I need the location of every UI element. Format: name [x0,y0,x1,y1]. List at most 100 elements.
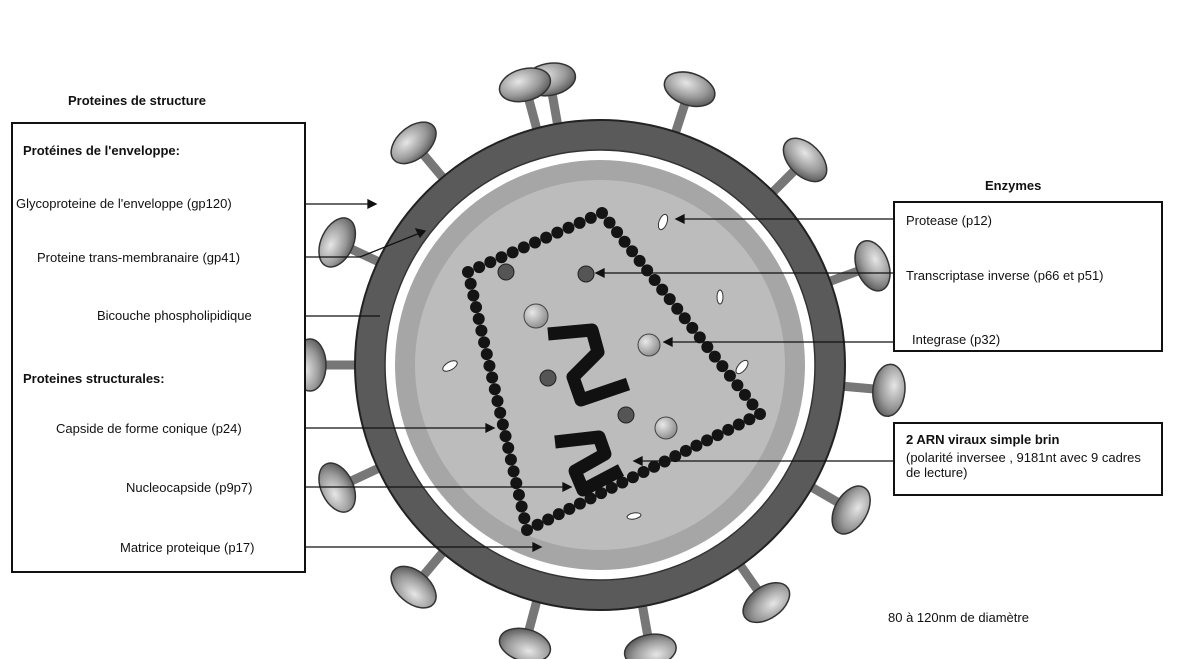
structure-proteins-box [11,122,306,573]
spike-cap [831,485,871,535]
capsid-bead [491,395,504,407]
capsid-bead [472,312,485,325]
integrase-particle [637,333,661,357]
capsid-bead [480,348,493,361]
capsid-bead [542,513,555,526]
capsid-bead [648,274,661,286]
spike-stem [523,595,543,635]
capsid-bead [499,430,512,443]
capsid-bead [746,398,759,411]
capsid-bead [603,216,616,229]
rna-box [893,422,1163,496]
capsid-bead [637,466,650,478]
label-protease: Protease (p12) [906,213,992,228]
capsid-bead [510,477,523,490]
capsid-bead [701,434,714,447]
capsid-bead [708,350,721,363]
capsid-bead [531,518,544,531]
capsid-bead [679,444,692,457]
capsid-bead [483,359,496,372]
capsid-bead [529,236,541,249]
left-connectors [305,198,573,553]
spike-cap [498,67,552,103]
spike-cap [390,565,437,609]
capsid-bead [722,423,735,436]
capsid-bead [693,331,706,344]
capsid-bead [716,360,729,373]
capsid-bead [464,277,477,290]
capsid-bead [551,226,564,239]
rna-description: (polarité inversee , 9181nt avec 9 cadre… [906,450,1141,480]
spike-cap [318,217,357,268]
capsid-bead [506,246,519,259]
capsid-bead [515,500,528,513]
particle [442,360,458,372]
integrase-particle [654,416,678,440]
spike-stem [637,600,653,640]
label-p24: Capside de forme conique (p24) [56,421,242,436]
right-connectors [594,213,894,467]
spike-cap [782,137,828,183]
spike-stem [733,559,764,596]
rna-strand [547,323,631,407]
capsid-bead [495,251,508,264]
capsid-bead [605,481,618,494]
rt-particle [577,265,595,283]
capsid-bead [626,245,639,258]
enzymes-box [893,201,1163,352]
capsid-bead [573,216,586,229]
capsid-bead [470,301,483,314]
capsid-bead [711,429,724,442]
integrase-particle [523,303,549,329]
capsid-bead [626,471,639,484]
rna-title: 2 ARN viraux simple brin [906,432,1060,447]
size-note: 80 à 120nm de diamètre [888,610,1029,625]
spike-stem [838,381,878,394]
capsid-bead [738,388,751,401]
capsid-bead [563,502,576,515]
capsid-bead [723,369,736,382]
capsid-bead [502,441,515,454]
capsid-bead [611,226,624,239]
spike-cap [623,633,677,659]
capsid-bead [701,341,714,353]
capsid-bead [595,487,608,500]
spike-cap [498,627,552,659]
particle [626,512,642,520]
capsid-bead [641,264,654,277]
capsid-bead [732,418,745,431]
rt-particle [617,406,635,424]
capsid-bead [462,266,474,278]
capsid-bead [618,235,631,248]
capsid-bead [521,524,533,536]
capsid-bead [467,289,480,302]
capsid-bead [678,312,691,325]
label-p17: Matrice proteique (p17) [120,540,255,555]
capsid-bead [484,256,497,269]
spike-stem [823,265,863,288]
spike-cap [390,121,437,165]
particle [735,359,749,375]
capsid-bead [496,418,509,431]
spike-stem [346,462,385,487]
spike-stem [547,90,563,130]
capsid-bead [504,453,517,466]
capsid-bead [690,439,703,452]
spike-stem [523,95,543,135]
capsid-bead [552,508,565,521]
capsid-beads [462,207,766,536]
capsid-bead [562,221,575,234]
capsid-bead [573,497,586,510]
capsid-bead [669,450,682,463]
capsid-bead [494,406,507,419]
capsid-bead [671,302,684,315]
enzymes-title: Enzymes [985,178,1042,193]
capsid-bead [475,324,488,337]
capsid-bead [663,293,676,306]
spike-stem [417,545,450,581]
label-rt: Transcriptase inverse (p66 et p51) [906,268,1104,283]
capsid-bead [488,383,501,396]
rna-strand [554,430,625,497]
rt-particle [497,263,515,281]
particle [716,289,724,305]
